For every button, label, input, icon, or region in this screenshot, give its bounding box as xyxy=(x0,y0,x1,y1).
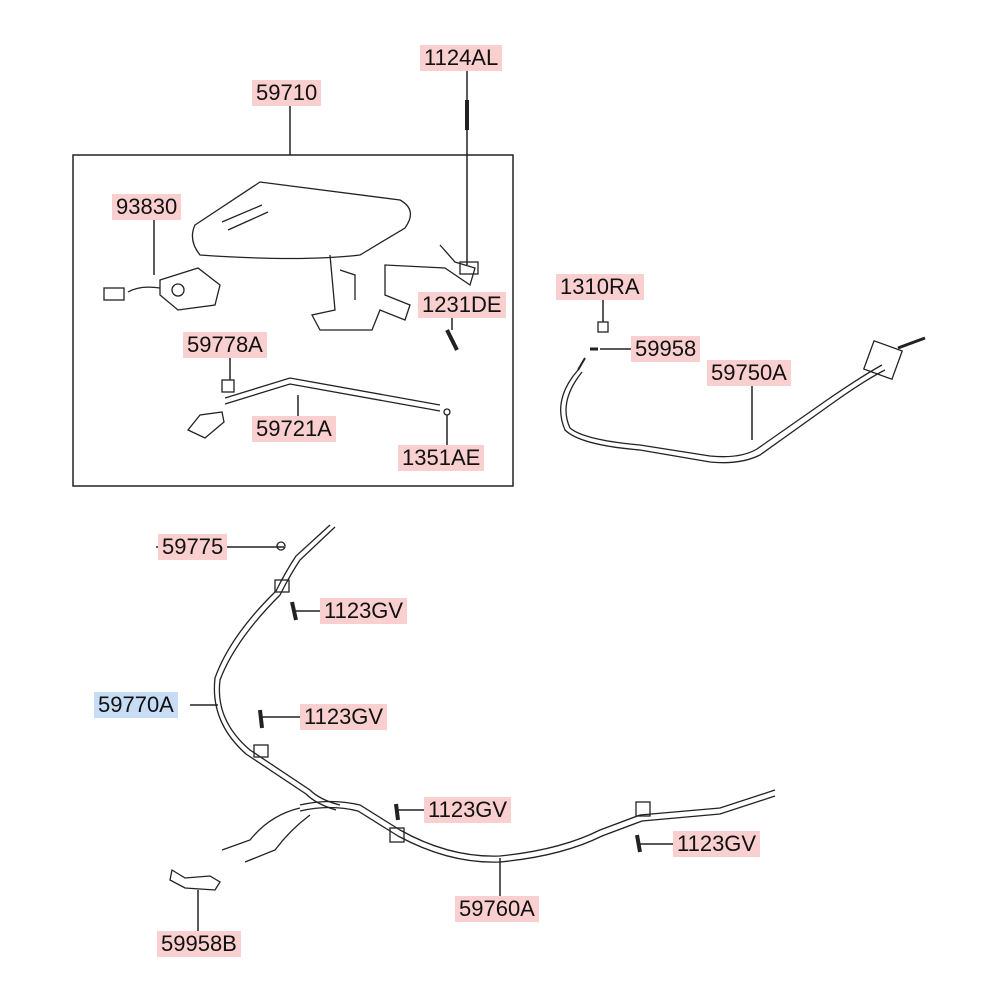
parking-brake-lever-drawing xyxy=(191,100,479,331)
cable-59721A-drawing xyxy=(186,377,451,439)
switch-drawing xyxy=(103,267,221,311)
cable-59760A-drawing xyxy=(169,789,776,891)
part-label-1123GV[interactable]: 1123GV xyxy=(300,704,388,730)
part-label-59710[interactable]: 59710 xyxy=(252,80,322,106)
part-label-1231DE[interactable]: 1231DE xyxy=(418,292,506,318)
part-label-59760A[interactable]: 59760A xyxy=(455,896,539,922)
part-label-59775[interactable]: 59775 xyxy=(158,534,228,560)
cable-59770A-drawing xyxy=(213,524,341,811)
part-label-59778A[interactable]: 59778A xyxy=(183,332,267,358)
part-label-59958[interactable]: 59958 xyxy=(631,336,701,362)
part-label-1123GV[interactable]: 1123GV xyxy=(320,598,408,624)
part-label-1123GV[interactable]: 1123GV xyxy=(673,831,761,857)
assembly-box xyxy=(72,154,514,487)
cable-59750A-drawing xyxy=(560,321,926,464)
part-label-59721A[interactable]: 59721A xyxy=(252,416,336,442)
part-label-59770A-highlighted[interactable]: 59770A xyxy=(94,692,178,718)
part-label-1351AE[interactable]: 1351AE xyxy=(398,445,485,471)
part-label-59750A[interactable]: 59750A xyxy=(707,360,791,386)
part-label-1124AL[interactable]: 1124AL xyxy=(420,45,503,71)
part-label-93830[interactable]: 93830 xyxy=(112,194,182,220)
part-label-1310RA[interactable]: 1310RA xyxy=(556,274,644,300)
part-label-1123GV[interactable]: 1123GV xyxy=(424,797,512,823)
part-label-59958B[interactable]: 59958B xyxy=(157,931,241,957)
